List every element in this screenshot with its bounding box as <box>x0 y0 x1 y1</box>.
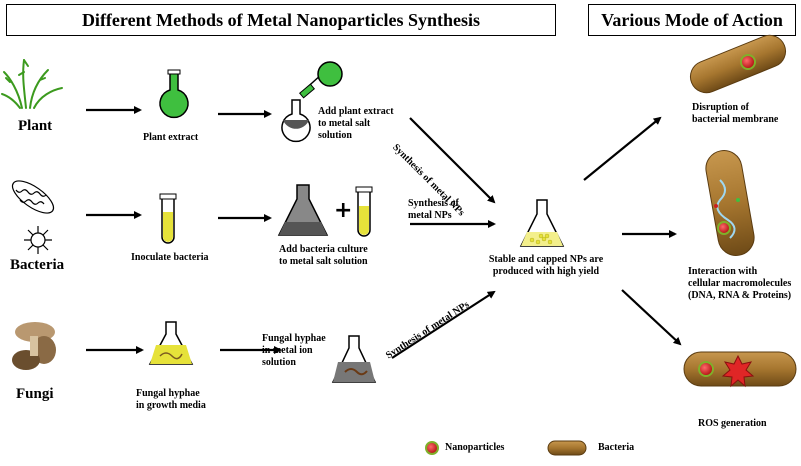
result-label: Stable and capped NPs are produced with … <box>488 254 604 277</box>
inoculated-tube-icon <box>159 193 177 244</box>
add-plant-extract-label: Add plant extract to metal salt solution <box>318 106 394 141</box>
plant-extract-label: Plant extract <box>143 132 199 143</box>
fungal-growth-label: Fungal hyphae in growth media <box>136 388 206 411</box>
bacteria-icon <box>11 180 55 254</box>
disruption-label: Disruption of bacterial membrane <box>692 102 779 125</box>
source-fungi-label: Fungi <box>16 386 54 402</box>
right-title: Various Mode of Action <box>588 4 796 36</box>
flow-arrows <box>86 106 682 359</box>
source-bacteria-label: Bacteria <box>10 257 65 273</box>
pouring-flask-icon <box>281 61 343 143</box>
source-plant-label: Plant <box>18 118 53 134</box>
interaction-label: Interaction with cellular macromolecules… <box>688 266 792 301</box>
ros-label: ROS generation <box>698 418 767 429</box>
add-bacteria-culture-label: Add bacteria culture to metal salt solut… <box>279 244 368 267</box>
fungal-metal-label: Fungal hyphae in metal ion solution <box>262 333 326 368</box>
disruption-bacteria-icon <box>689 34 787 94</box>
ros-bacteria-icon <box>683 351 797 388</box>
left-title: Different Methods of Metal Nanoparticles… <box>6 4 556 36</box>
bacteria-culture-flask-icon: + <box>277 184 373 237</box>
svg-text:+: + <box>334 198 352 223</box>
plant-extract-flask-icon <box>159 69 189 119</box>
legend-bacteria-label: Bacteria <box>598 442 635 453</box>
fungal-metal-flask-icon <box>331 335 377 383</box>
legend-nanoparticle-icon <box>425 441 439 455</box>
fungi-icon <box>12 322 56 370</box>
synthesis-mid-label: Synthesis of metal NPs <box>408 198 459 221</box>
result-flask-icon <box>519 199 565 247</box>
interaction-bacteria-icon <box>705 150 755 256</box>
legend-nanoparticles-label: Nanoparticles <box>445 442 505 453</box>
plant-icon <box>1 59 63 109</box>
fungal-growth-flask-icon <box>148 321 194 365</box>
inoculate-bacteria-label: Inoculate bacteria <box>131 252 209 263</box>
legend-bacteria-icon <box>547 440 587 456</box>
